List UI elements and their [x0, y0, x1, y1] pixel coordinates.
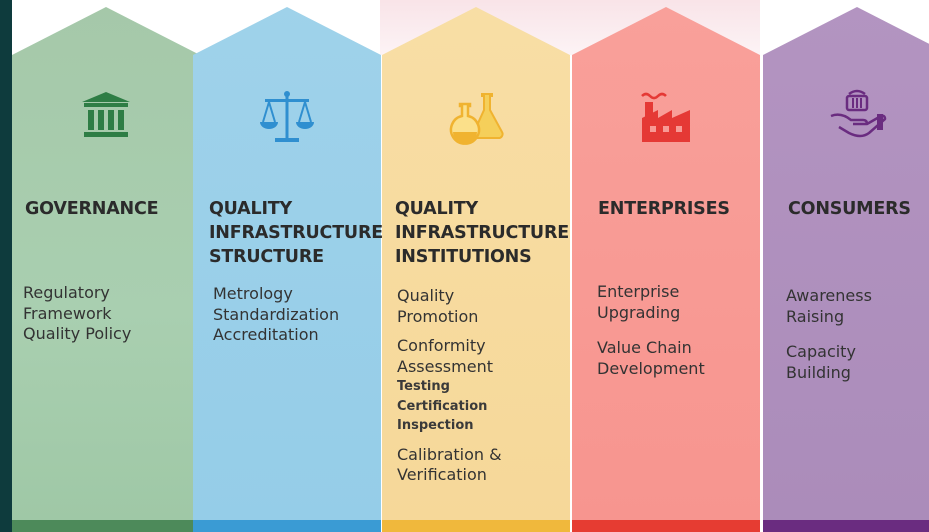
list-item: Standardization — [213, 304, 340, 324]
left-edge-strip — [0, 0, 12, 532]
factory-icon — [636, 88, 696, 148]
sub-item: Inspection — [397, 418, 474, 433]
item-group: Conformity Assessment Testing Certificat… — [397, 336, 502, 436]
column-background — [763, 7, 929, 520]
list-item: Building — [786, 362, 851, 382]
scales-icon — [257, 88, 317, 148]
column-qi-structure: QUALITY INFRASTRUCTURE STRUCTURE Metrolo… — [193, 0, 383, 532]
list-item: Development — [597, 358, 705, 378]
item-group: Capacity Building — [786, 342, 872, 383]
list-item: Capacity — [786, 342, 856, 361]
list-item: Accreditation — [213, 325, 319, 344]
item-group: Value Chain Development — [597, 338, 705, 379]
column-title: CONSUMERS — [788, 199, 911, 219]
item-group: Enterprise Upgrading — [597, 282, 705, 323]
column-bottom-bar — [12, 520, 200, 532]
column-title: QUALITY INFRASTRUCTURE INSTITUTIONS — [395, 199, 569, 267]
government-building-icon — [76, 88, 136, 148]
lab-flasks-icon — [446, 88, 506, 148]
list-item: Quality Policy — [23, 324, 132, 343]
list-item: Upgrading — [597, 302, 681, 322]
column-items: Quality Promotion Conformity Assessment … — [397, 286, 502, 486]
column-bottom-bar — [382, 520, 570, 532]
list-item: Metrology — [213, 284, 293, 303]
column-title: ENTERPRISES — [598, 199, 730, 219]
list-item: Framework — [23, 303, 112, 323]
sub-item: Testing — [397, 379, 450, 394]
list-item: Regulatory — [23, 283, 110, 302]
column-background — [382, 7, 570, 520]
column-consumers: CONSUMERS Awareness Raising Capacity Bui… — [763, 0, 929, 532]
column-bottom-bar — [193, 520, 381, 532]
list-item: Conformity — [397, 336, 486, 355]
item-group: Calibration & Verification — [397, 445, 502, 486]
list-item: Raising — [786, 306, 845, 326]
column-enterprises: ENTERPRISES Enterprise Upgrading Value C… — [572, 0, 760, 532]
column-items: Awareness Raising Capacity Building — [786, 286, 872, 383]
column-background — [572, 7, 760, 520]
list-item: Awareness — [786, 286, 872, 305]
item-group: Quality Promotion — [397, 286, 502, 327]
hand-basket-icon — [827, 88, 887, 148]
list-item: Enterprise — [597, 282, 680, 301]
sub-item: Certification — [397, 398, 488, 414]
column-bottom-bar — [763, 520, 929, 532]
column-governance: GOVERNANCE Regulatory Framework Quality … — [12, 0, 200, 532]
column-background — [12, 7, 200, 520]
column-title: QUALITY INFRASTRUCTURE STRUCTURE — [209, 199, 383, 267]
column-title: GOVERNANCE — [25, 199, 159, 219]
list-item: Quality — [397, 286, 455, 305]
column-items: Regulatory Framework Quality Policy — [23, 283, 131, 345]
column-items: Enterprise Upgrading Value Chain Develop… — [597, 282, 705, 379]
list-item: Promotion — [397, 306, 479, 326]
column-qi-institutions: QUALITY INFRASTRUCTURE INSTITUTIONS Qual… — [382, 0, 570, 532]
list-item: Value Chain — [597, 338, 692, 357]
list-item: Verification — [397, 465, 487, 484]
column-bottom-bar — [572, 520, 760, 532]
item-group: Awareness Raising — [786, 286, 872, 327]
list-item: Assessment — [397, 356, 493, 376]
list-item: Calibration & — [397, 444, 502, 464]
column-items: Metrology Standardization Accreditation — [213, 284, 339, 346]
